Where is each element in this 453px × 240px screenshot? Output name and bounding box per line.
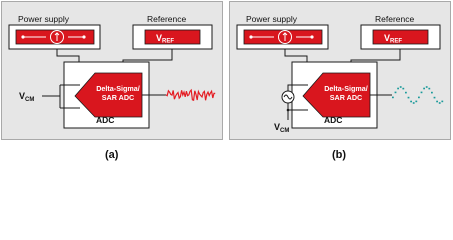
power-supply-label: Power supply	[246, 14, 298, 24]
vref-block	[144, 29, 201, 45]
battery-icon	[243, 29, 323, 45]
vref-block	[372, 29, 429, 45]
adc-block-line2: SAR ADC	[330, 93, 362, 102]
vref-label: VREF	[156, 33, 174, 45]
panel-b: Power supply Reference VREF ADC Delta-Si…	[229, 1, 451, 161]
vref-label: VREF	[384, 33, 402, 45]
adc-block-line1: Delta-Sigma/	[324, 84, 368, 93]
vcm-label: VCM	[274, 122, 289, 134]
panel-a: Power supply Reference VREF ADC Delta-Si…	[1, 1, 223, 161]
caption-b: (b)	[332, 149, 346, 161]
input-plus-wire	[287, 84, 308, 91]
output-stepped-sine-waveform	[392, 86, 444, 104]
junction-dot	[286, 108, 290, 112]
caption-a: (a)	[105, 149, 119, 161]
power-supply-label: Power supply	[18, 14, 70, 24]
vcm-label: VCM	[19, 91, 34, 103]
reference-label: Reference	[375, 14, 414, 24]
adc-label: ADC	[324, 115, 342, 125]
adc-label: ADC	[96, 115, 114, 125]
output-noise-waveform	[165, 88, 216, 102]
adc-block-line2: SAR ADC	[102, 93, 134, 102]
ac-source-icon	[281, 90, 295, 104]
adc-block-line1: Delta-Sigma/	[96, 84, 140, 93]
battery-icon	[15, 29, 95, 45]
reference-label: Reference	[147, 14, 186, 24]
